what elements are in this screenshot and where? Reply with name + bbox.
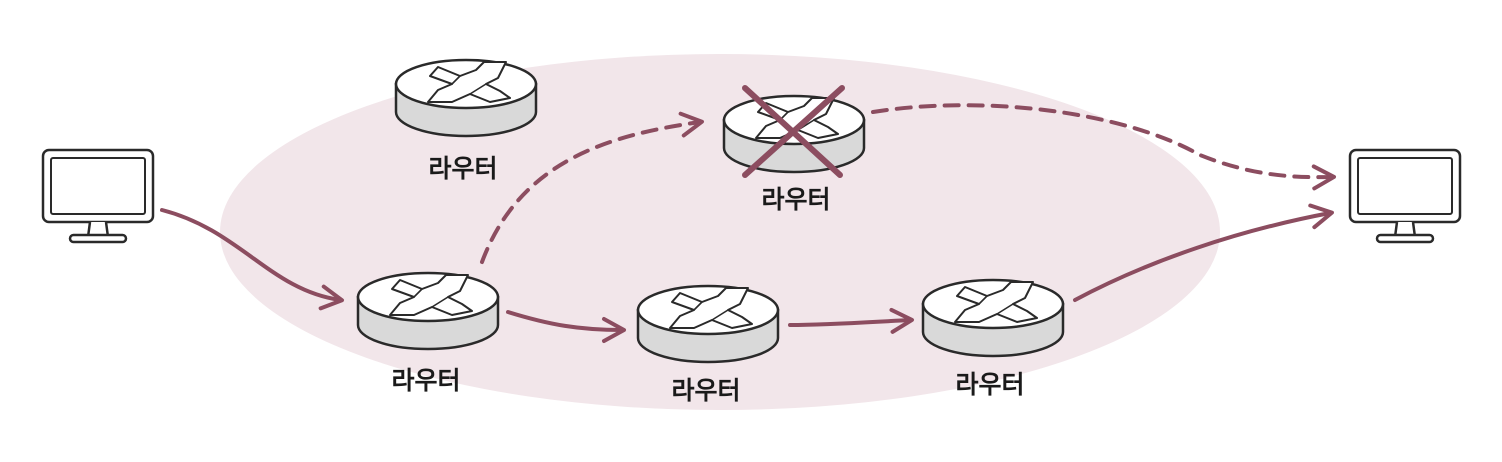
active-route-segment-1 xyxy=(160,208,344,311)
router-label-middle: 라우터 xyxy=(671,376,740,405)
router-label-entry: 라우터 xyxy=(391,366,460,395)
router-label-exit: 라우터 xyxy=(955,370,1024,399)
router-label-failed: 라우터 xyxy=(761,185,830,214)
failed-route-segment-2 xyxy=(871,103,1336,191)
failed-route-segment-1 xyxy=(480,111,704,264)
failure-x-icon xyxy=(742,85,845,178)
router-label-top-left: 라우터 xyxy=(428,154,497,183)
active-route-segment-4 xyxy=(1073,203,1334,302)
router-top-left xyxy=(394,58,538,138)
active-route-segment-2 xyxy=(506,310,626,343)
source-computer xyxy=(41,148,155,244)
router-middle xyxy=(636,284,780,364)
active-route-segment-3 xyxy=(788,307,914,334)
router-exit xyxy=(921,278,1065,358)
router-entry xyxy=(356,271,500,351)
destination-computer xyxy=(1348,148,1462,244)
